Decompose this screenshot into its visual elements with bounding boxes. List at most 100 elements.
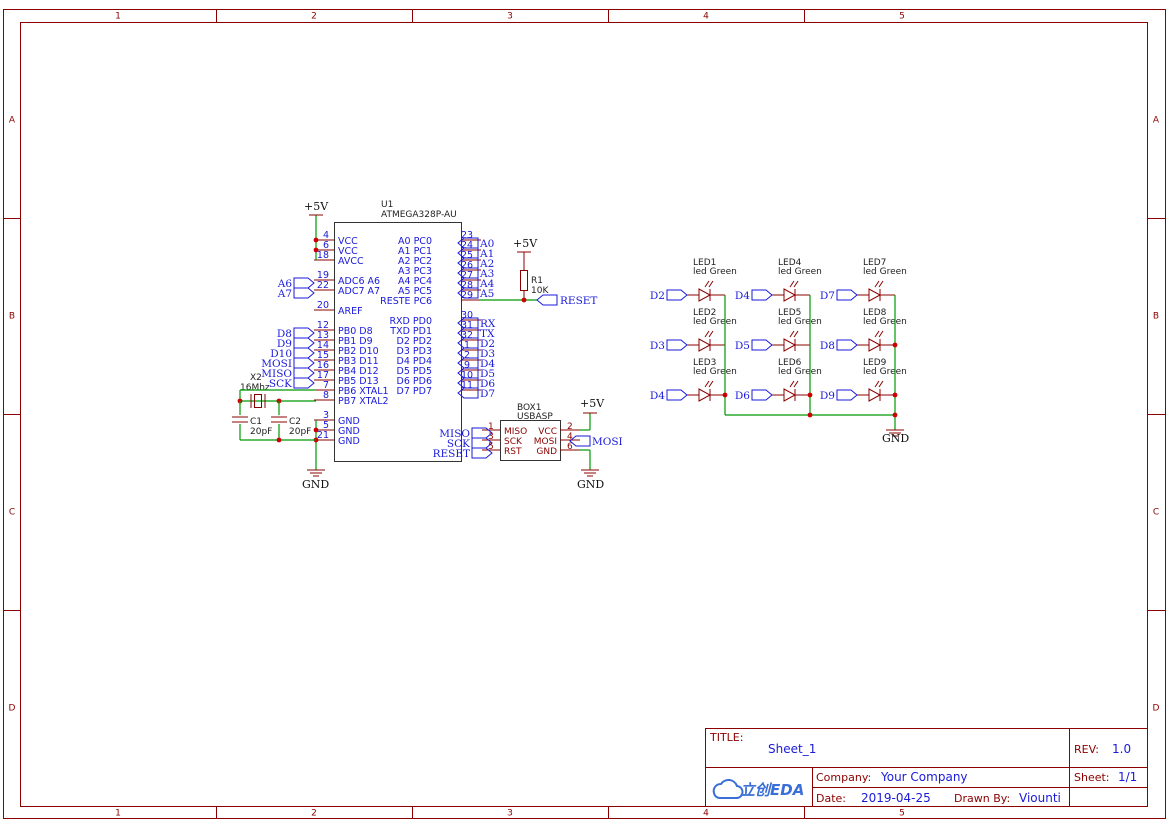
- date-label: Date:: [816, 792, 846, 805]
- u1-pin-number: 28: [461, 280, 473, 291]
- net-a7-u1: A7: [277, 288, 292, 300]
- u1-designator: U1: [381, 200, 393, 210]
- led-value: led Green: [693, 317, 737, 327]
- box1-pin-number: 6: [567, 442, 573, 452]
- u1-pin-name: VCC: [338, 246, 358, 257]
- u1-pin-number: 16: [317, 360, 329, 371]
- zone-row-right-B: B: [1153, 312, 1159, 322]
- net-d7-u1-flag: [457, 387, 479, 399]
- net-miso-box1-flag: [471, 427, 493, 439]
- zone-row-left-A: A: [9, 116, 16, 126]
- u1-pin-number: 19: [317, 270, 329, 281]
- net-sck-box1: SCK: [447, 438, 470, 450]
- led-value: led Green: [863, 367, 907, 377]
- sheet-title: Sheet_1: [768, 742, 816, 756]
- box1-pin-name: MISO: [504, 427, 527, 437]
- net-a3-u1-flag: [457, 267, 479, 279]
- box1-pin-name: GND: [536, 447, 557, 457]
- zone-col-top-3: 3: [507, 12, 513, 22]
- u1-pin-number: 32: [461, 330, 473, 341]
- u1-pin-name: D3 PD3: [397, 346, 432, 357]
- u1-pin-name: PB0 D8: [338, 326, 373, 337]
- led-symbol: [868, 388, 882, 402]
- net-d8-led8-flag: [836, 339, 858, 351]
- net-d3-led2-flag: [666, 339, 688, 351]
- rev-value: 1.0: [1112, 742, 1131, 756]
- logo-text: 立创EDA: [740, 781, 804, 799]
- net-sck-box1-flag: [471, 437, 493, 449]
- net-rx-u1: RX: [480, 318, 496, 330]
- crystal-circuit[interactable]: X2 16Mhz C1 20pF C2 20pF: [232, 373, 316, 443]
- net-d4-led4-flag: [751, 289, 773, 301]
- net-d4-led3: D4: [650, 390, 665, 402]
- u1-part: ATMEGA328P-AU: [381, 210, 457, 220]
- net-a1-u1: A1: [479, 248, 494, 260]
- u1-pin-name: PB3 D11: [338, 356, 379, 367]
- u1-pin-name: GND: [338, 436, 360, 447]
- net-sck-u1-flag: [293, 377, 315, 389]
- net-a5-u1: A5: [479, 288, 494, 300]
- u1-pin-number: 27: [461, 270, 473, 281]
- u1-pin-name: PB2 D10: [338, 346, 379, 357]
- net-a2-u1-flag: [457, 257, 479, 269]
- led-symbol: [783, 338, 797, 352]
- net-sck-u1: SCK: [269, 378, 292, 390]
- net-tx-u1: TX: [480, 328, 495, 340]
- net-d2-u1-flag: [457, 337, 479, 349]
- net-d3-u1: D3: [480, 348, 495, 360]
- c2-value: 20pF: [289, 427, 311, 437]
- net-d5-led5-flag: [751, 339, 773, 351]
- vcc-label-r1: +5V: [513, 237, 538, 250]
- net-mosi-u1-flag: [293, 357, 315, 369]
- company-label: Company:: [816, 771, 871, 784]
- net-d4-u1-flag: [457, 357, 479, 369]
- led-value: led Green: [863, 267, 907, 277]
- box1-pin-name: SCK: [504, 437, 523, 447]
- zone-row-left-D: D: [9, 704, 16, 714]
- u1-pin-number: 21: [317, 430, 329, 441]
- led-symbol: [783, 288, 797, 302]
- vcc-label-u1: +5V: [304, 200, 329, 213]
- u1-pin-number: 17: [317, 370, 329, 381]
- u1-pin-number: 12: [317, 320, 329, 331]
- r1-resistor[interactable]: +5V R1 10K RESET: [480, 237, 597, 307]
- u1-pin-number: 7: [323, 380, 329, 391]
- u1-pin-number: 8: [323, 390, 329, 401]
- u1-pin-name: A2 PC2: [398, 256, 432, 267]
- box1-pin-name: RST: [504, 447, 522, 457]
- net-d8-led8: D8: [820, 340, 835, 352]
- u1-pin-number: 9: [464, 360, 470, 371]
- led-designator: LED9: [863, 358, 887, 368]
- led-symbol: [698, 388, 712, 402]
- net-d5-led5: D5: [735, 340, 750, 352]
- u1-pin-number: 3: [323, 410, 329, 421]
- u1-pin-name: D6 PD6: [397, 376, 432, 387]
- net-d3-u1-flag: [457, 347, 479, 359]
- led-designator: LED4: [778, 258, 802, 268]
- led-value: led Green: [863, 317, 907, 327]
- r1-value: 10K: [531, 286, 549, 296]
- c1-designator: C1: [250, 417, 262, 427]
- box1-pin-number: 2: [567, 422, 573, 432]
- led-symbol: [868, 338, 882, 352]
- led-symbol: [698, 338, 712, 352]
- u1-pin-number: 15: [317, 350, 329, 361]
- net-reset-r1: RESET: [560, 295, 597, 307]
- gnd-label-u1: GND: [302, 478, 329, 491]
- net-reset-box1-flag: [471, 447, 493, 459]
- net-mosi-box1: MOSI: [592, 436, 623, 448]
